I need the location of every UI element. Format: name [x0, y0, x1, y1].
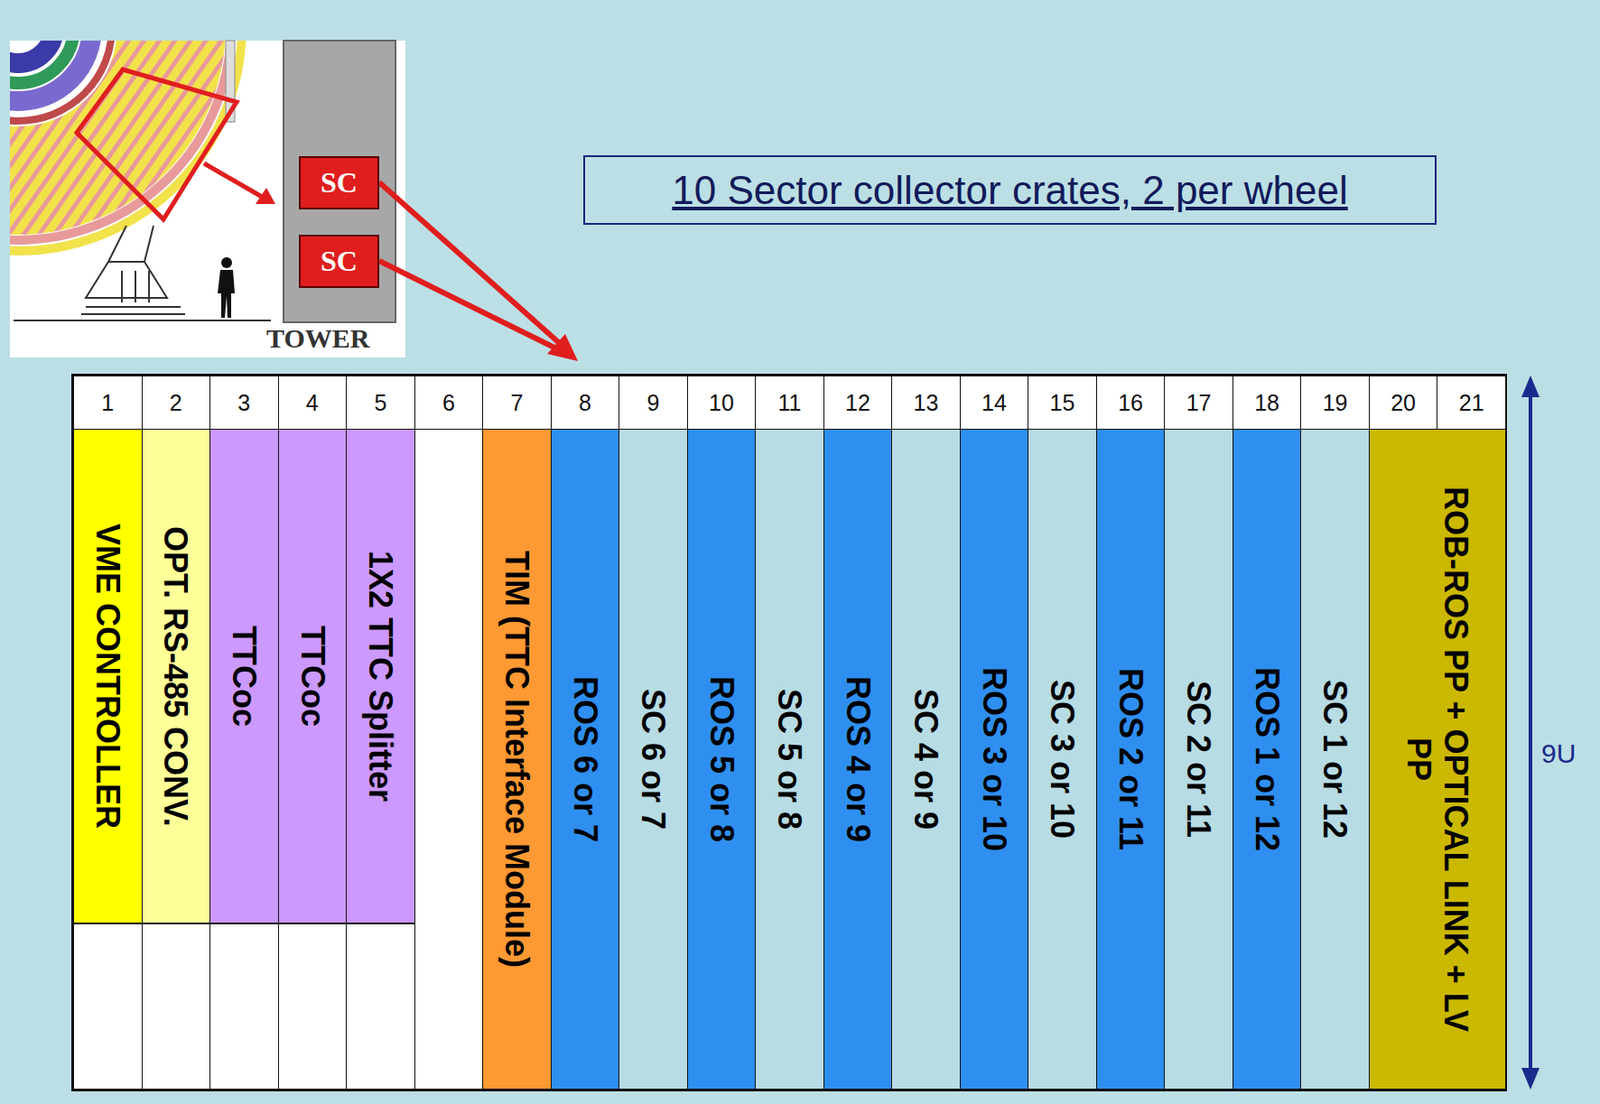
sc-board-slot: SC 1 or 12: [1300, 428, 1370, 1090]
slot-label: ROS 5 or 8: [702, 676, 740, 843]
slot-number: 6: [442, 390, 456, 417]
empty-slot: [414, 428, 484, 1090]
slot-label: ROS 4 or 9: [838, 676, 876, 843]
sc-board-slot: SC 3 or 10: [1027, 428, 1098, 1090]
slot-number: 21: [1459, 390, 1485, 417]
slot-label: SC 3 or 10: [1043, 679, 1081, 839]
slot-label: VME CONTROLLER: [89, 523, 127, 829]
slot-number: 2: [169, 390, 183, 417]
slot-label: TIM (TTC Interface Module): [498, 550, 536, 968]
slot-number-cell: 19: [1300, 375, 1370, 430]
slot-number-cell: 5: [345, 375, 416, 430]
slot-number-cell: 15: [1027, 375, 1098, 430]
slot-label: 1X2 TTC Splitter: [362, 550, 400, 802]
empty-slot-part: [209, 923, 280, 1090]
sc-board-slot: SC 5 or 8: [754, 428, 825, 1090]
slot-number-cell: 9: [618, 375, 689, 430]
slot-label: ROS 1 or 12: [1247, 667, 1285, 852]
crate-label: SC: [320, 166, 358, 200]
slot-number: 12: [845, 390, 871, 417]
ros-board-slot: ROS 1 or 12: [1232, 428, 1303, 1090]
ttc-module-slot: TTCoc: [278, 428, 348, 924]
slot-number-cell: 8: [550, 375, 621, 430]
slot-number-cell: 18: [1232, 375, 1303, 430]
sc-board-slot: SC 4 or 9: [891, 428, 961, 1090]
slot-number: 19: [1322, 390, 1349, 417]
slot-number-cell: 1: [73, 375, 143, 430]
slot-number: 13: [913, 390, 940, 417]
slot-number: 10: [708, 390, 735, 417]
slot-number-cell: 20: [1368, 375, 1439, 430]
slot-number-cell: 21: [1436, 375, 1507, 430]
sector-collector-crate: SC: [298, 156, 380, 210]
slot-label: ROS 3 or 10: [975, 667, 1013, 852]
slot-label: ROB-ROS PP + OPTICAL LINK + LV PP: [1400, 470, 1476, 1049]
ros-board-slot: ROS 5 or 8: [687, 428, 757, 1090]
empty-slot-part: [73, 923, 143, 1090]
slot-number: 11: [777, 390, 801, 417]
slot-number-cell: 4: [278, 375, 348, 430]
slot-number: 15: [1050, 390, 1076, 417]
title-box: 10 Sector collector crates, 2 per wheel: [583, 155, 1437, 225]
slot-label: SC 2 or 11: [1180, 680, 1218, 838]
title-text: 10 Sector collector crates, 2 per wheel: [671, 167, 1348, 214]
vme-controller-slot: VME CONTROLLER: [73, 428, 143, 924]
ros-board-slot: ROS 4 or 9: [823, 428, 894, 1090]
converter-slot: OPT. RS-485 CONV.: [141, 428, 212, 924]
slot-label: SC 4 or 9: [907, 688, 945, 830]
slot-number: 9: [646, 390, 660, 417]
slot-label: TTCoc: [225, 625, 263, 727]
slot-number: 18: [1254, 390, 1280, 417]
slot-number: 17: [1186, 390, 1212, 417]
slot-number-cell: 3: [209, 375, 280, 430]
empty-slot-part: [278, 923, 348, 1090]
empty-slot-part: [345, 923, 416, 1090]
slot-number: 5: [373, 390, 387, 417]
sector-collector-crate: SC: [298, 234, 380, 289]
ttc-module-slot: TTCoc: [209, 428, 280, 924]
slot-number: 8: [578, 390, 592, 417]
slot-number-cell: 12: [823, 375, 894, 430]
ros-board-slot: ROS 6 or 7: [550, 428, 621, 1090]
ros-board-slot: ROS 3 or 10: [959, 428, 1030, 1090]
slot-label: ROS 2 or 11: [1111, 668, 1149, 851]
slot-label: SC 5 or 8: [771, 688, 809, 830]
empty-slot-part: [141, 923, 212, 1090]
slot-number: 3: [237, 390, 251, 417]
ros-board-slot: ROS 2 or 11: [1096, 428, 1166, 1090]
tim-slot: TIM (TTC Interface Module): [482, 428, 552, 1090]
slot-number-cell: 7: [482, 375, 552, 430]
slot-number-cell: 11: [754, 375, 825, 430]
slot-label: OPT. RS-485 CONV.: [157, 526, 195, 828]
slot-number-cell: 2: [141, 375, 212, 430]
slot-number: 14: [981, 390, 1007, 417]
slot-number-cell: 16: [1096, 375, 1166, 430]
splitter-slot: 1X2 TTC Splitter: [345, 428, 416, 924]
tower-label: TOWER: [263, 323, 373, 354]
sc-board-slot: SC 2 or 11: [1163, 428, 1234, 1090]
sc-board-slot: SC 6 or 7: [618, 428, 689, 1090]
slot-label: SC 1 or 12: [1316, 679, 1354, 839]
patch-panel-slot: ROB-ROS PP + OPTICAL LINK + LV PP: [1368, 428, 1507, 1090]
slot-number: 4: [306, 390, 319, 417]
slot-number-cell: 14: [959, 375, 1030, 430]
slot-number-cell: 10: [687, 375, 757, 430]
slot-number: 20: [1390, 390, 1416, 417]
slot-number-cell: 13: [891, 375, 961, 430]
slot-label: TTCoc: [293, 625, 331, 727]
height-label: 9U: [1541, 738, 1576, 770]
slot-number-cell: 17: [1163, 375, 1234, 430]
slot-number-cell: 6: [414, 375, 484, 430]
crate-label: SC: [320, 244, 358, 279]
slot-label: SC 6 or 7: [634, 688, 672, 830]
slot-number: 16: [1117, 390, 1144, 417]
slot-number: 7: [510, 390, 523, 417]
slot-number: 1: [101, 390, 114, 417]
slot-label: ROS 6 or 7: [566, 676, 604, 843]
